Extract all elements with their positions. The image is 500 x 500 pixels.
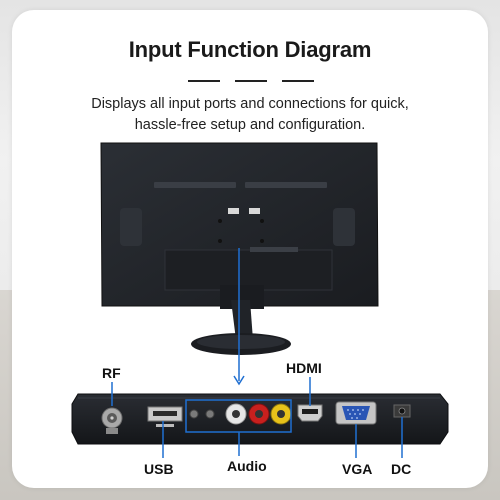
hdmi-label: HDMI [286, 360, 322, 376]
page-subtitle: Displays all input ports and connections… [60, 94, 440, 136]
dc-label: DC [391, 461, 412, 477]
title-divider-dash [235, 80, 267, 82]
subtitle-line-2: hassle-free setup and configuration. [134, 117, 366, 133]
left-speaker-grille [120, 208, 142, 246]
dc-port [393, 404, 411, 418]
rf-port [101, 407, 123, 434]
audio-label: Audio [227, 458, 267, 474]
title-divider-dash [188, 80, 220, 82]
audio-ports [189, 403, 292, 425]
right-speaker-grille [333, 208, 355, 246]
usb-label: USB [144, 461, 174, 477]
callout-arrow [233, 248, 245, 386]
subtitle-line-1: Displays all input ports and connections… [91, 96, 409, 112]
vga-label: VGA [342, 461, 373, 477]
title-divider-dash [282, 80, 314, 82]
usb-port [147, 406, 183, 427]
rf-label: RF [102, 365, 121, 381]
vga-port [335, 401, 377, 425]
monitor-stand [191, 300, 291, 355]
label-sticker [228, 208, 239, 214]
page-title: Input Function Diagram [128, 37, 372, 62]
callout-lines [111, 377, 403, 458]
top-vents [154, 182, 327, 188]
port-strip [71, 393, 449, 445]
label-sticker [249, 208, 260, 214]
hdmi-port [297, 404, 323, 422]
